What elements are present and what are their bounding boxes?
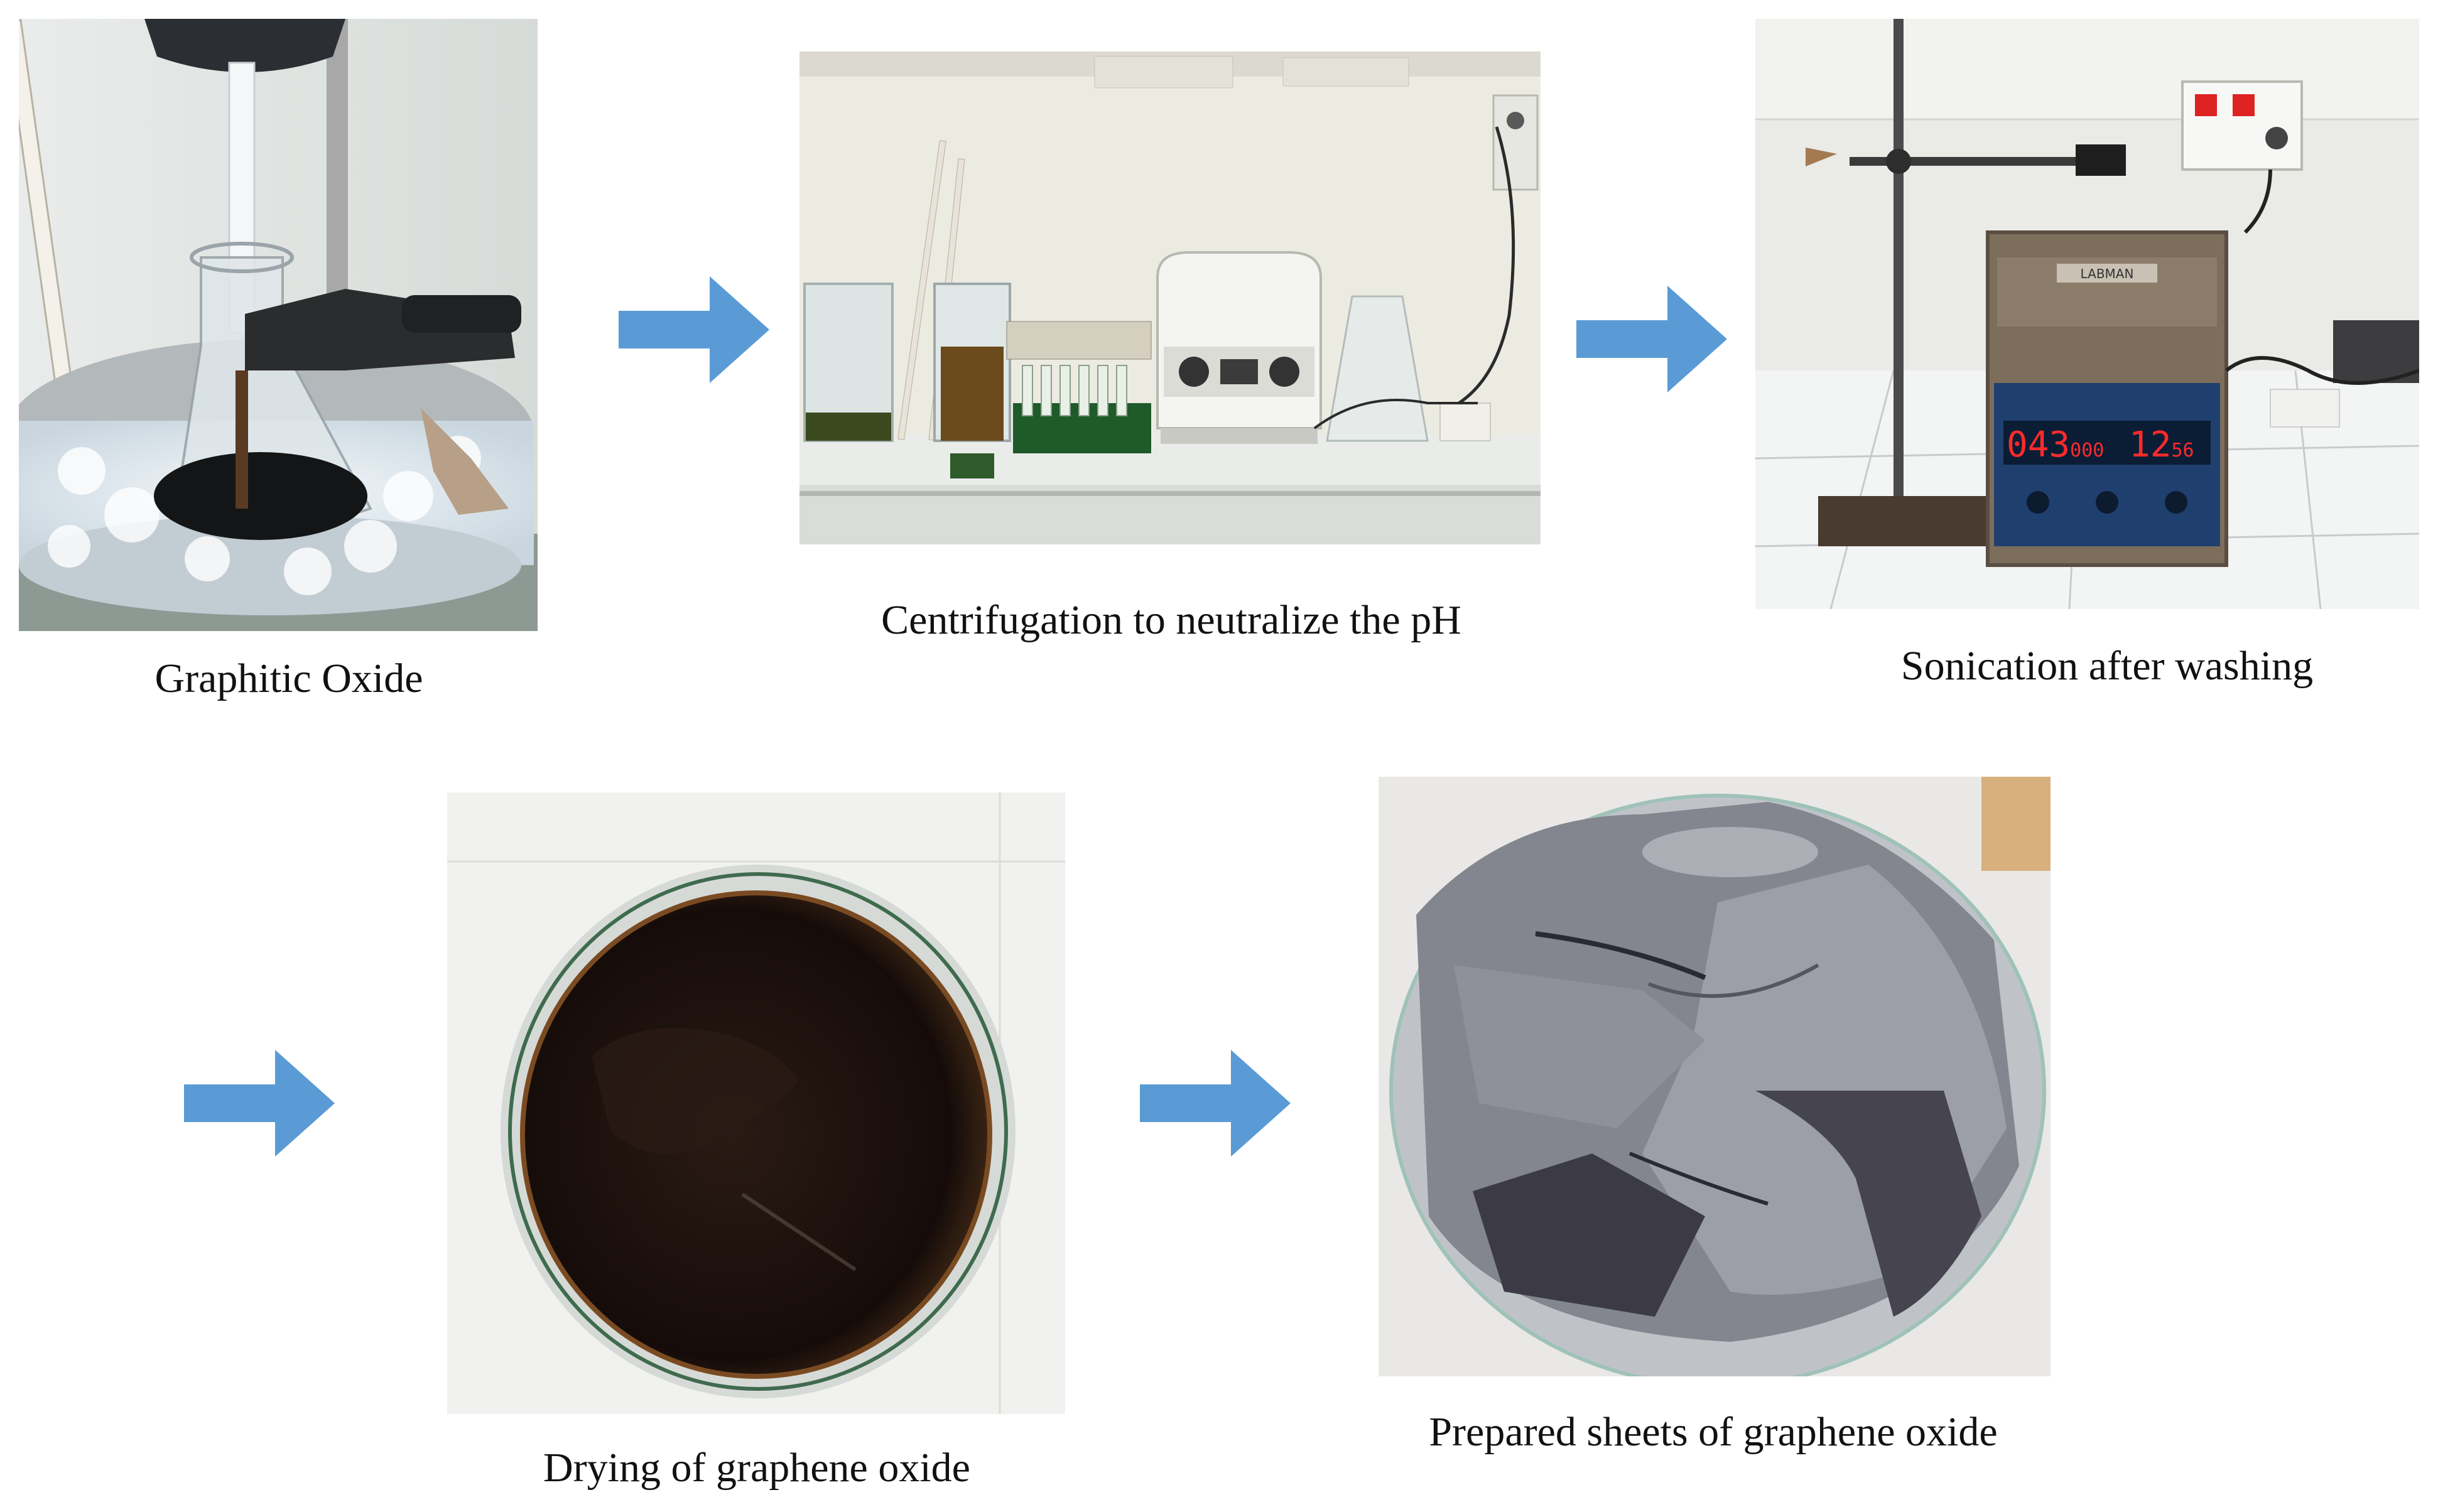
photo-centrifugation [799,51,1541,544]
caption-prepared-sheets: Prepared sheets of graphene oxide [1429,1409,1998,1455]
device-brand: LABMAN [2081,266,2134,281]
display-time: 043000 [2007,424,2104,465]
photo-drying [447,792,1065,1414]
arrow-right-icon [619,276,769,383]
caption-sonication: Sonication after washing [1900,643,2314,689]
arrow-right-icon [1576,286,1727,392]
photo-graphitic-oxide [19,19,538,631]
arrow-right-icon [184,1050,335,1157]
caption-centrifugation: Centrifugation to neutralize the pH [881,597,1461,643]
arrow-right-icon [1140,1050,1291,1157]
photo-sonication: LABMAN 043000 1256 [1755,19,2419,609]
caption-graphitic-oxide: Graphitic Oxide [154,656,423,701]
photo-prepared-sheets [1379,777,2051,1376]
caption-drying: Drying of graphene oxide [543,1445,970,1491]
display-temp: 1256 [2129,424,2194,465]
